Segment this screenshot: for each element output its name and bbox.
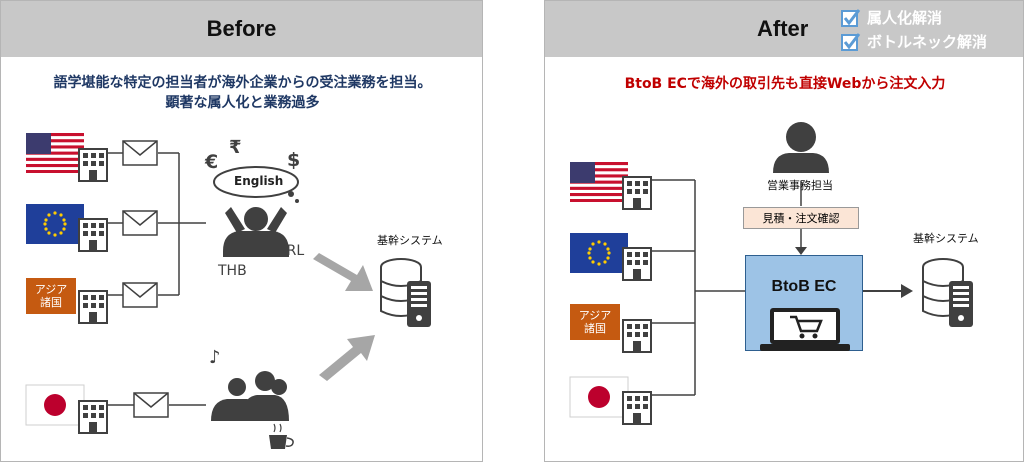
asia-line1: アジア — [34, 283, 68, 296]
asia-line2: 諸国 — [584, 322, 606, 335]
group-icon — [211, 371, 289, 421]
asia-box: アジア 諸国 — [26, 278, 76, 314]
after-title: After — [757, 16, 809, 41]
checkbox-icon — [841, 32, 861, 51]
currency-rupee: ₹ — [229, 137, 242, 158]
before-headline: 語学堪能な特定の担当者が海外企業からの受注業務を担当。 顕著な属人化と業務過多 — [1, 73, 484, 113]
coffee-icon — [269, 423, 294, 449]
btob-ec-label: BtoB EC — [771, 278, 837, 295]
japan-flag-icon — [569, 376, 629, 418]
asia-line2: 諸国 — [40, 296, 62, 309]
envelope-icon — [122, 140, 158, 166]
us-flag-icon — [26, 133, 84, 173]
sales-label: 営業事務担当 — [767, 179, 833, 192]
stressed-person-icon — [223, 207, 289, 257]
checkbox-icon — [841, 8, 861, 27]
envelope-icon — [122, 210, 158, 236]
check-item-2: ボトルネック解消 — [841, 31, 987, 52]
after-headline: BtoB ECで海外の取引先も直接Webから注文入力 — [624, 76, 946, 92]
before-diagram — [25, 133, 431, 449]
envelope-icon — [133, 392, 169, 418]
after-diagram — [569, 122, 973, 425]
building-icon — [78, 290, 108, 324]
before-title: Before — [1, 1, 482, 57]
envelope-icon — [122, 282, 158, 308]
check-label-2: ボトルネック解消 — [867, 34, 988, 51]
currency-dollar: $ — [287, 149, 301, 171]
currency-euro: € — [205, 151, 219, 173]
building-icon — [78, 218, 108, 252]
check-item-1: 属人化解消 — [841, 7, 942, 28]
building-icon — [78, 400, 108, 434]
building-icon — [622, 176, 652, 210]
currency-brl: BRL — [277, 243, 305, 259]
arrow-icon — [795, 229, 913, 298]
before-panel: Before 語学堪能な特定の担当者が海外企業からの受注業務を担当。 顕著な属人… — [0, 0, 483, 462]
arrow-icon — [313, 253, 375, 381]
btob-ec-box: BtoB EC — [745, 255, 863, 351]
person-icon — [773, 122, 829, 173]
server-icon — [380, 258, 431, 327]
before-connectors — [106, 152, 206, 406]
check-list: 属人化解消 ボトルネック解消 — [841, 5, 1023, 55]
after-connectors — [650, 179, 802, 396]
before-headline-line1: 語学堪能な特定の担当者が海外企業からの受注業務を担当。 — [53, 75, 432, 91]
eu-flag-icon — [26, 204, 84, 244]
after-panel: After 属人化解消 ボトルネック解消 BtoB ECで海外の取引先も直接We… — [544, 0, 1024, 462]
before-headline-line2: 顕著な属人化と業務過多 — [165, 95, 320, 111]
building-icon — [78, 148, 108, 182]
after-header: After 属人化解消 ボトルネック解消 — [545, 1, 1023, 57]
building-icon — [622, 319, 652, 353]
estimate-box: 見積・注文確認 — [743, 207, 859, 229]
currency-thb: THB — [218, 263, 247, 279]
us-flag-icon — [570, 162, 628, 202]
eu-flag-icon — [570, 233, 628, 273]
system-label: 基幹システム — [913, 232, 979, 245]
asia-box: アジア 諸国 — [570, 304, 620, 340]
building-icon — [622, 247, 652, 281]
server-icon — [922, 258, 973, 327]
laptop-cart-icon — [760, 308, 850, 351]
speech-word: English — [234, 174, 284, 188]
building-icon — [622, 391, 652, 425]
speech-bubble — [213, 166, 299, 203]
japan-flag-icon — [25, 384, 85, 426]
music-note-icon: ♪ — [209, 347, 221, 368]
system-label: 基幹システム — [377, 234, 443, 247]
check-label-1: 属人化解消 — [867, 10, 943, 27]
asia-line1: アジア — [578, 309, 612, 322]
